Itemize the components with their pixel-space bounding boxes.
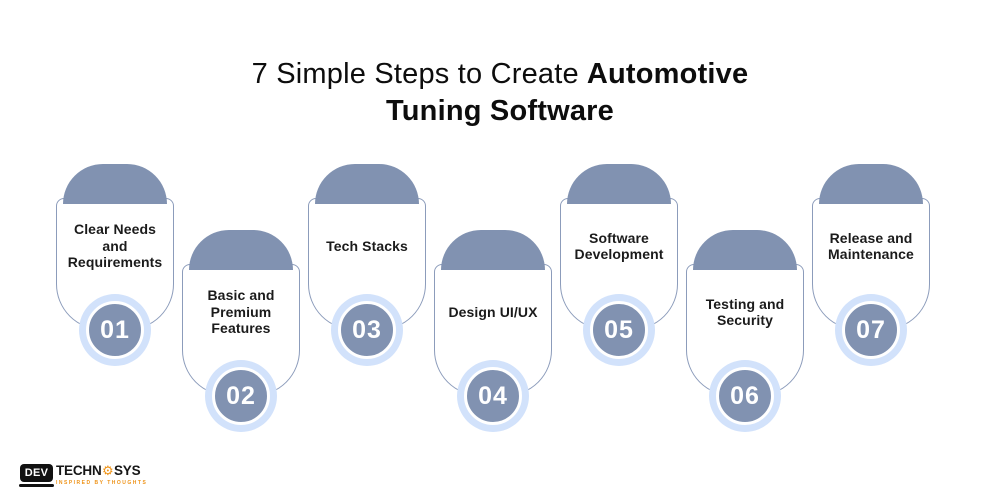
step-number: 05 bbox=[590, 301, 648, 359]
step-label: Clear Needs and Requirements bbox=[67, 221, 163, 271]
step-number-badge: 05 bbox=[583, 294, 655, 366]
step-card-3: Tech Stacks 03 bbox=[308, 164, 426, 366]
step-card-2: Basic and Premium Features 02 bbox=[182, 230, 300, 432]
step-dome bbox=[189, 230, 293, 270]
step-number-badge: 01 bbox=[79, 294, 151, 366]
gear-icon: ⚙ bbox=[102, 463, 114, 479]
step-label: Design UI/UX bbox=[448, 303, 538, 320]
step-card-4: Design UI/UX 04 bbox=[434, 230, 552, 432]
step-label: Basic and Premium Features bbox=[207, 287, 275, 337]
step-card-7: Release and Maintenance 07 bbox=[812, 164, 930, 366]
monitor-icon: DEV bbox=[19, 464, 54, 487]
step-card-1: Clear Needs and Requirements 01 bbox=[56, 164, 174, 366]
step-number: 04 bbox=[464, 367, 522, 425]
step-card-5: Software Development 05 bbox=[560, 164, 678, 366]
step-number: 06 bbox=[716, 367, 774, 425]
step-number: 03 bbox=[338, 301, 396, 359]
step-dome bbox=[315, 164, 419, 204]
logo-sys-text: SYS bbox=[113, 463, 141, 478]
logo-tagline: INSPIRED BY THOUGHTS bbox=[56, 479, 148, 486]
step-number: 02 bbox=[212, 367, 270, 425]
step-number-badge: 07 bbox=[835, 294, 907, 366]
step-number: 07 bbox=[842, 301, 900, 359]
logo-dev-text: DEV bbox=[20, 464, 53, 482]
step-label: Testing and Security bbox=[705, 295, 785, 329]
step-label: Release and Maintenance bbox=[828, 229, 914, 263]
step-number-badge: 03 bbox=[331, 294, 403, 366]
step-number-badge: 04 bbox=[457, 360, 529, 432]
monitor-stand bbox=[19, 484, 54, 487]
title-line-2: Tuning Software bbox=[385, 95, 614, 127]
step-number: 01 bbox=[86, 301, 144, 359]
dev-technosys-logo: DEV TECHN⚙SYS INSPIRED BY THOUGHTS bbox=[19, 464, 147, 487]
title-bold-text: Automotive bbox=[586, 58, 749, 90]
step-number-badge: 06 bbox=[709, 360, 781, 432]
logo-wordmark: TECHN⚙SYS INSPIRED BY THOUGHTS bbox=[56, 464, 147, 486]
step-label: Software Development bbox=[574, 229, 664, 263]
logo-text: TECHN⚙SYS bbox=[56, 464, 147, 478]
step-dome bbox=[567, 164, 671, 204]
step-dome bbox=[63, 164, 167, 204]
step-dome bbox=[693, 230, 797, 270]
step-dome bbox=[819, 164, 923, 204]
step-card-6: Testing and Security 06 bbox=[686, 230, 804, 432]
step-dome bbox=[441, 230, 545, 270]
step-label: Tech Stacks bbox=[326, 237, 408, 254]
logo-techn-text: TECHN bbox=[56, 463, 102, 478]
step-number-badge: 02 bbox=[205, 360, 277, 432]
title-regular-text: 7 Simple Steps to Create bbox=[251, 58, 579, 90]
